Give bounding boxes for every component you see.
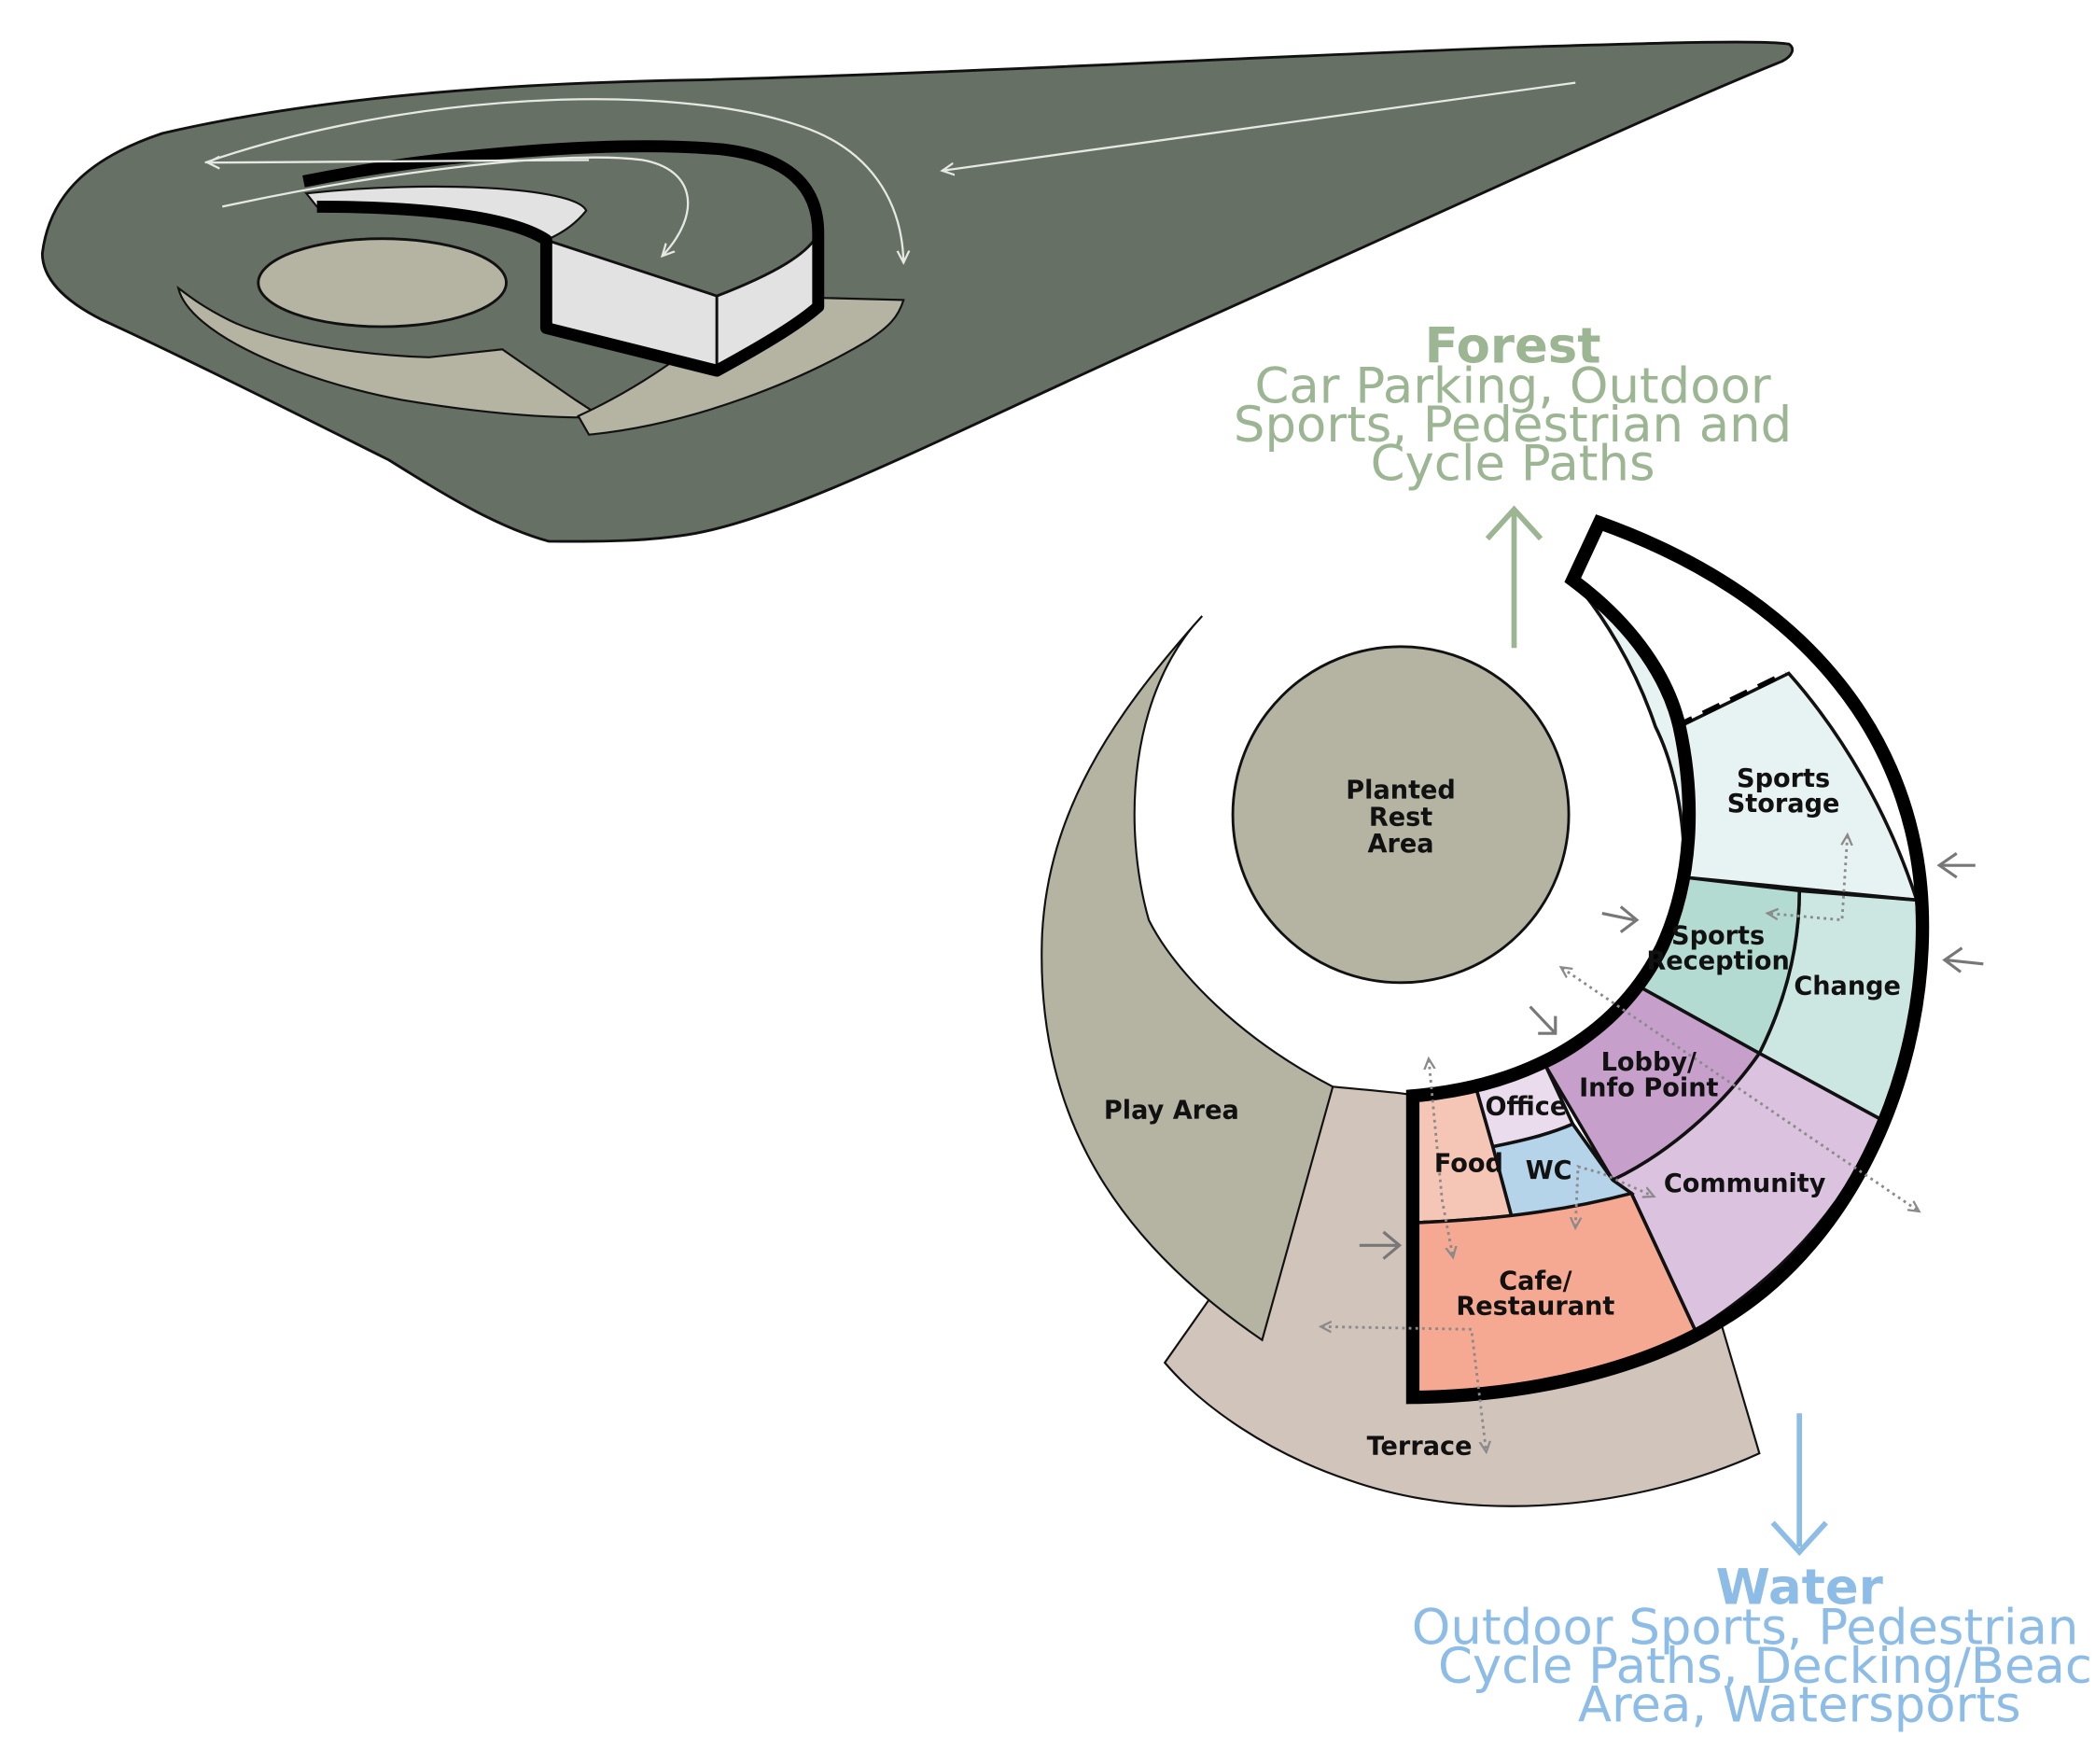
forest-desc-line2: Sports, Pedestrian and	[1234, 397, 1792, 454]
arrow-right-icon	[1529, 1005, 1557, 1035]
arrow-left-icon	[1942, 946, 1984, 973]
label-terrace: Terrace	[1367, 1433, 1473, 1462]
arrow-left-icon	[1936, 851, 1976, 879]
water-title: Water	[1716, 1560, 1883, 1617]
dotted-double-arrow-icon	[1768, 836, 1847, 922]
storage-dashed-divider	[1674, 670, 1788, 730]
label-office: Office	[1485, 1092, 1567, 1121]
building-plan-outline	[1405, 514, 1930, 1405]
entry-arrows	[1359, 851, 1984, 1260]
water-arrow-icon	[1770, 1413, 1828, 1557]
label-planted-2: Rest	[1369, 803, 1432, 832]
dotted-double-arrow-icon	[1429, 1060, 1453, 1256]
site-landform	[40, 40, 1795, 543]
water-desc-line2: Cycle Paths, Decking/Beach	[1438, 1638, 2095, 1695]
label-sports-reception-2: Reception	[1646, 947, 1789, 976]
flow-arrow-top	[943, 81, 1576, 171]
label-sports-reception-1: Sports	[1671, 921, 1765, 950]
label-sports-storage-2: Storage	[1727, 790, 1840, 819]
flow-arrow-arc-inner	[221, 156, 690, 257]
planted-rest-area	[1231, 645, 1571, 985]
label-play-area: Play Area	[1104, 1097, 1239, 1126]
site-plan: Planted Rest Area Play Area Terrace Spor…	[1041, 514, 1984, 1507]
building-outline	[302, 140, 825, 377]
label-lobby-1: Lobby/	[1601, 1048, 1697, 1077]
label-cafe-2: Restaurant	[1456, 1293, 1614, 1322]
ground-apron-right	[577, 295, 905, 436]
forest-title: Forest	[1425, 318, 1601, 375]
flow-arrow-arc-outer	[204, 98, 904, 262]
water-desc-line3: Area, Watersports	[1578, 1676, 2021, 1733]
label-planted-1: Planted	[1346, 777, 1456, 805]
label-cafe-1: Cafe/	[1499, 1267, 1571, 1295]
circulation-paths	[1322, 836, 1919, 1451]
zone-labels: Planted Rest Area Play Area Terrace Spor…	[1104, 764, 1901, 1462]
play-area-zone	[1041, 615, 1334, 1342]
water-label-group: Water Outdoor Sports, Pedestrian and Cyc…	[1412, 1413, 2095, 1733]
flow-arrow-left	[208, 160, 590, 162]
forest-label-group: Forest Car Parking, Outdoor Sports, Pede…	[1234, 318, 1792, 649]
label-sports-storage-1: Sports	[1737, 764, 1830, 793]
label-wc: WC	[1526, 1156, 1572, 1185]
label-food: Food	[1434, 1150, 1503, 1179]
planted-area-3d	[257, 237, 508, 329]
dotted-double-arrow-icon	[1562, 968, 1918, 1211]
label-planted-3: Area	[1368, 830, 1434, 859]
label-community: Community	[1664, 1169, 1826, 1198]
forest-desc-line1: Car Parking, Outdoor	[1255, 357, 1771, 414]
forest-desc-line3: Cycle Paths	[1371, 435, 1655, 492]
site-flow-arrows	[204, 81, 1576, 263]
arrow-right-icon	[1601, 905, 1640, 933]
forest-arrow-icon	[1485, 505, 1543, 649]
label-change: Change	[1794, 973, 1901, 1001]
water-desc-line1: Outdoor Sports, Pedestrian and	[1412, 1599, 2095, 1656]
label-lobby-2: Info Point	[1579, 1073, 1718, 1102]
arrow-right-icon	[1359, 1230, 1403, 1260]
site-perspective-sketch	[40, 40, 1795, 543]
